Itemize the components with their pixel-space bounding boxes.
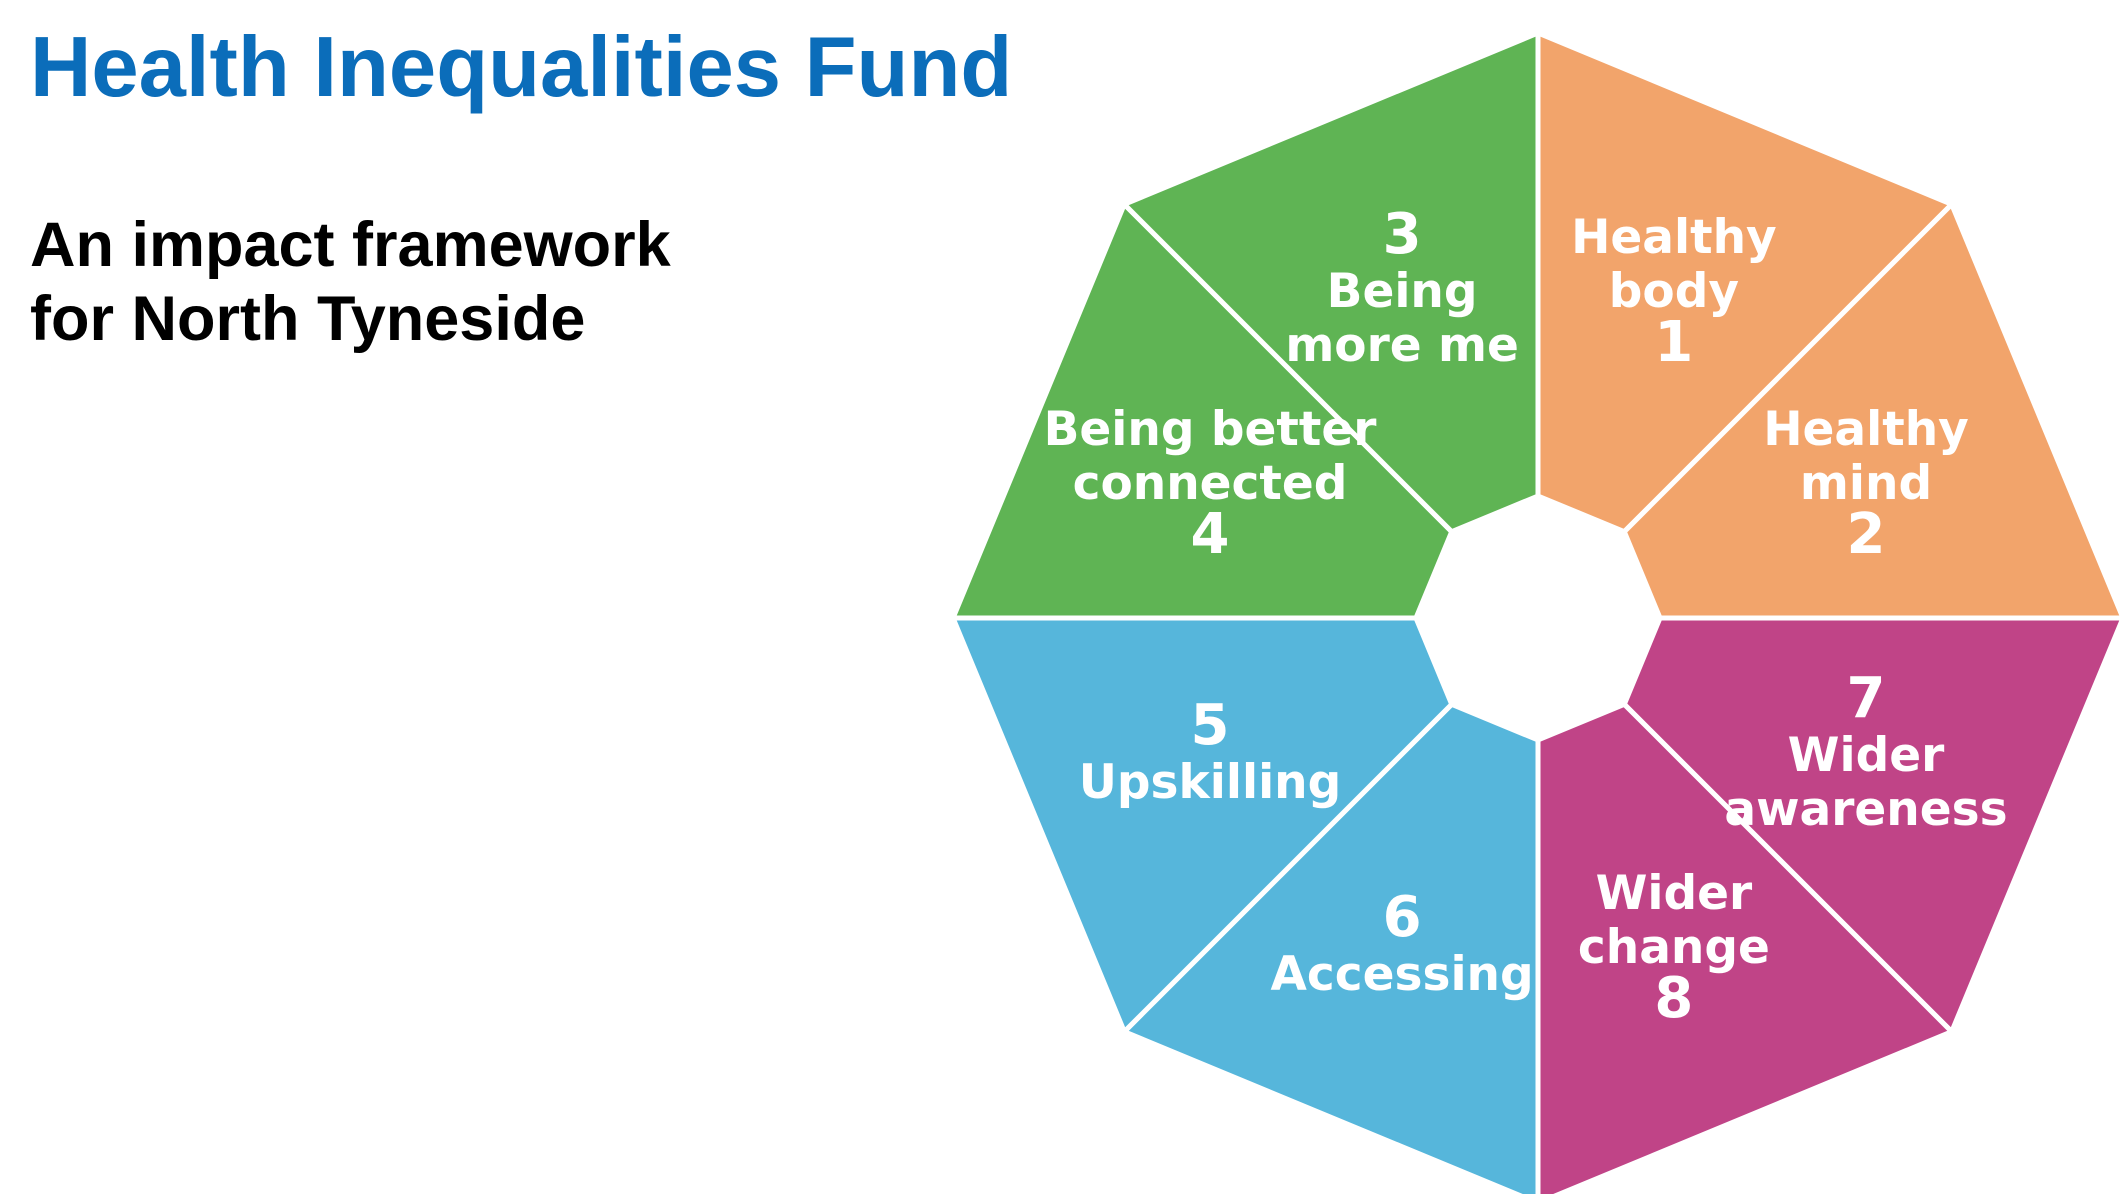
segment-word: change xyxy=(1578,920,1770,975)
segment-number: 5 xyxy=(1191,693,1230,758)
segment-word: body xyxy=(1609,264,1739,319)
segment-word: Being better xyxy=(1044,402,1378,457)
page-subtitle: An impact framework for North Tyneside xyxy=(30,208,671,356)
segment-word: Accessing xyxy=(1271,947,1534,1002)
segment-word: Healthy xyxy=(1571,210,1777,265)
segment-number: 1 xyxy=(1654,310,1693,375)
page-title: Health Inequalities Fund xyxy=(30,20,1013,115)
segment-word: Healthy xyxy=(1763,402,1969,457)
segment-word: Wider xyxy=(1596,866,1753,921)
segment-word: Being xyxy=(1327,264,1478,319)
segment-word: Wider xyxy=(1788,728,1945,783)
segment-word: Upskilling xyxy=(1079,755,1342,810)
segment-word: connected xyxy=(1073,456,1348,511)
segment-word: awareness xyxy=(1724,782,2007,837)
segment-number: 7 xyxy=(1847,666,1886,731)
segment-number: 3 xyxy=(1383,202,1422,267)
segment-number: 6 xyxy=(1383,885,1422,950)
wheel-segments xyxy=(950,30,2126,1194)
segment-number: 4 xyxy=(1191,502,1230,567)
segment-number: 2 xyxy=(1847,502,1886,567)
wheel-center xyxy=(1416,496,1660,740)
subtitle-line-1: An impact framework xyxy=(30,210,671,280)
segment-number: 8 xyxy=(1654,966,1693,1031)
subtitle-line-2: for North Tyneside xyxy=(30,284,586,354)
segment-word: mind xyxy=(1800,456,1932,511)
segment-word: more me xyxy=(1285,318,1519,373)
